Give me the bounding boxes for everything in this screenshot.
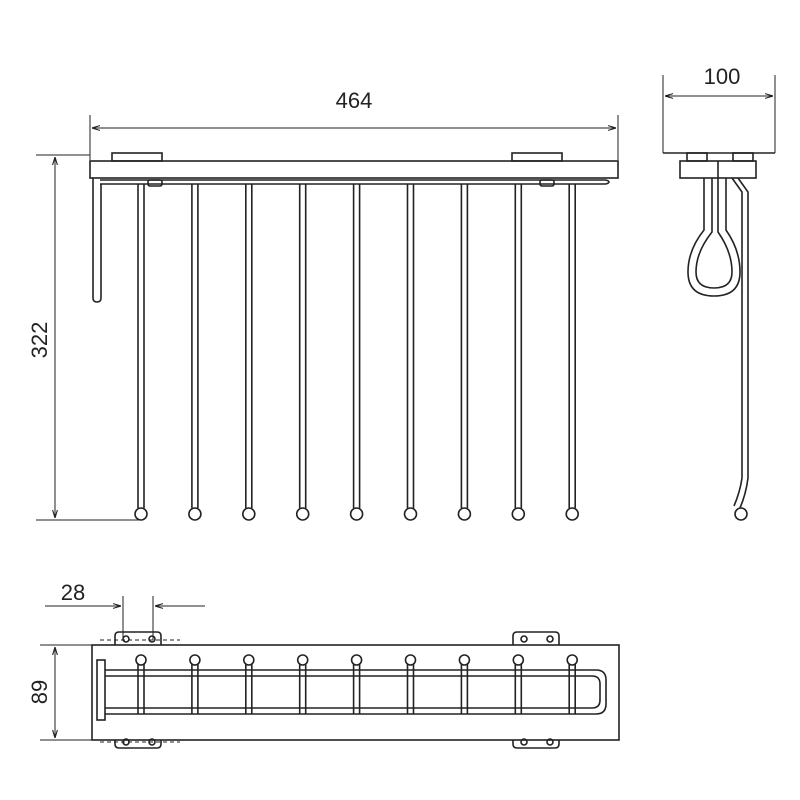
- plan-rail-inner: [105, 675, 601, 709]
- plan-rod-ball: [135, 654, 147, 666]
- rod-end-ball: [134, 507, 148, 521]
- hanger-rod: [403, 184, 418, 521]
- hanger-rod: [565, 184, 580, 521]
- clip-right: [539, 179, 555, 187]
- rod-end-ball: [565, 507, 580, 521]
- depth-label: 100: [704, 64, 741, 89]
- plan-rod: [512, 654, 525, 714]
- plan-rail-outer: [105, 669, 607, 715]
- height-dimension: 322: [27, 154, 140, 521]
- mount-plate-right: [511, 152, 563, 162]
- plan-rod: [296, 654, 309, 714]
- height-label: 322: [27, 322, 52, 359]
- rod-end-ball: [403, 507, 418, 521]
- plan-rod-ball: [458, 654, 471, 666]
- mount-plate-left: [111, 152, 163, 162]
- front-view: 464 322: [27, 88, 619, 521]
- plan-view: 28 89: [27, 580, 620, 749]
- spacing-label: 28: [61, 580, 85, 605]
- mount-tab-left-bottom: [100, 738, 180, 749]
- plan-rod: [243, 654, 255, 714]
- plan-rod: [404, 654, 417, 714]
- rod-end-ball: [457, 507, 472, 521]
- side-rod-tip: [734, 507, 748, 521]
- plan-depth-dimension: 89: [27, 644, 92, 741]
- hanger-rod: [457, 184, 472, 521]
- plan-rod-ball: [566, 654, 579, 666]
- plan-frame: [91, 644, 620, 741]
- rod-end-ball: [349, 507, 364, 521]
- plan-depth-label: 89: [27, 680, 52, 704]
- clip-left: [147, 179, 163, 187]
- hanger-rod: [511, 184, 526, 521]
- plan-rod-ball: [512, 654, 525, 666]
- plan-rod-ball: [296, 654, 309, 666]
- hanger-rod: [134, 184, 148, 521]
- plan-rod: [350, 654, 363, 714]
- plan-rod: [189, 654, 201, 714]
- plan-rod: [458, 654, 471, 714]
- front-rods: [134, 184, 580, 521]
- plan-rod: [135, 654, 147, 714]
- plan-rods: [135, 654, 579, 714]
- rod-end-ball: [188, 507, 202, 521]
- hanger-rod: [295, 184, 310, 521]
- mount-tab-left-top: [100, 631, 180, 645]
- left-hook: [92, 178, 102, 303]
- mount-tab-right-top: [512, 631, 560, 645]
- side-loop: [687, 178, 741, 297]
- plan-rod: [566, 654, 579, 714]
- hanger-rod: [188, 184, 202, 521]
- hanger-rod: [349, 184, 364, 521]
- rod-end-ball: [511, 507, 526, 521]
- plan-end-bracket: [96, 659, 106, 721]
- top-rail: [89, 160, 619, 179]
- plan-rod-ball: [243, 654, 255, 666]
- width-dimension: 464: [89, 88, 619, 160]
- hanger-rod: [242, 184, 256, 521]
- plan-rod-ball: [189, 654, 201, 666]
- plan-rod-ball: [404, 654, 417, 666]
- depth-dimension: 100: [662, 64, 776, 153]
- rod-end-ball: [295, 507, 310, 521]
- rod-end-ball: [242, 507, 256, 521]
- side-view: 100: [662, 64, 776, 521]
- width-label: 464: [336, 88, 373, 113]
- mount-tab-right-bottom: [512, 738, 560, 749]
- spacing-dimension: 28: [45, 580, 205, 640]
- side-rod: [737, 177, 749, 509]
- plan-rod-ball: [350, 654, 363, 666]
